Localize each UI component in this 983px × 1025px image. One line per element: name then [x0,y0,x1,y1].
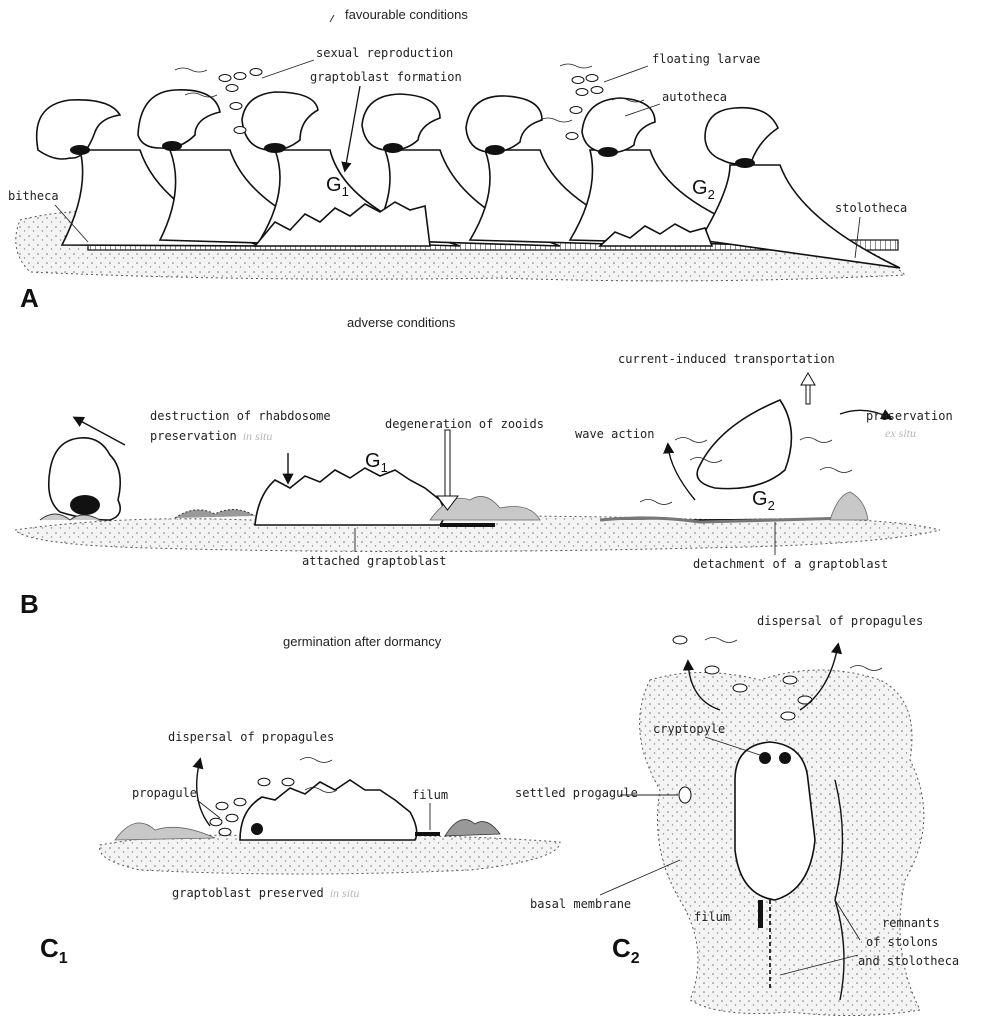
label-sexual-reproduction: sexual reproduction [316,46,453,60]
label-dispersal-c1: dispersal of propagules [168,730,334,744]
graptoblast-c1 [240,780,417,840]
label-filum-c2: filum [694,910,730,924]
panel-c2: dispersal of propagules cryptopyle settl… [515,614,959,1016]
label-stolotheca: stolotheca [835,201,907,215]
transport-arrow [801,373,815,404]
favourable-conditions-title: favourable conditions [345,7,468,22]
label-detachment: detachment of a graptoblast [693,557,888,571]
panel-label-b: B [20,589,39,619]
sediment-c1 [100,835,561,874]
sediment-b [15,516,940,552]
label-autotheca: autotheca [662,90,727,104]
degeneration-arrow [437,430,458,510]
graptoblast-g2-floating [697,400,791,489]
label-destruction: destruction of rhabdosome [150,409,331,423]
label-g1-b: G1 [365,450,388,475]
label-preservation-ex-situ: preservation [866,409,953,423]
graptoblast-g1-b [255,468,444,525]
label-wave-action: wave action [575,427,654,441]
label-bitheca: bitheca [8,189,59,203]
adverse-conditions-title: adverse conditions [347,315,456,330]
graptoblast-c2 [735,742,815,900]
label-g2-b: G2 [752,488,775,513]
label-dispersal-c2: dispersal of propagules [757,614,923,628]
label-ex-situ: ex situ [885,426,916,440]
panel-c: germination after dormancy dispersal of … [40,614,959,1016]
label-remnants-1: remnants [882,916,940,930]
panel-a: favourable conditions [8,7,907,330]
panel-c1: dispersal of propagules propagule filum … [40,730,560,967]
label-basal-membrane: basal membrane [530,897,631,911]
panel-label-a: A [20,283,39,313]
label-g1-a: G1 [326,174,349,199]
label-cryptopyle: cryptopyle [653,722,725,736]
label-propagule: propagule [132,786,197,800]
panel-label-c2: C2 [612,933,640,967]
label-degeneration: degeneration of zooids [385,417,544,431]
label-remnants-3: and stolotheca [858,954,959,968]
label-attached-graptoblast: attached graptoblast [302,554,447,568]
label-floating-larvae: floating larvae [652,52,760,66]
label-current-transport: current-induced transportation [618,352,835,366]
label-graptoblast-formation: graptoblast formation [310,70,462,84]
germination-title: germination after dormancy [283,634,442,649]
label-filum-c1: filum [412,788,448,802]
label-settled-propagule: settled progagule [515,786,638,800]
label-g2-a: G2 [692,177,715,202]
panel-label-c1: C1 [40,933,68,967]
label-remnants-2: of stolons [866,935,938,949]
panel-b: current-induced transportation destructi… [15,352,953,619]
